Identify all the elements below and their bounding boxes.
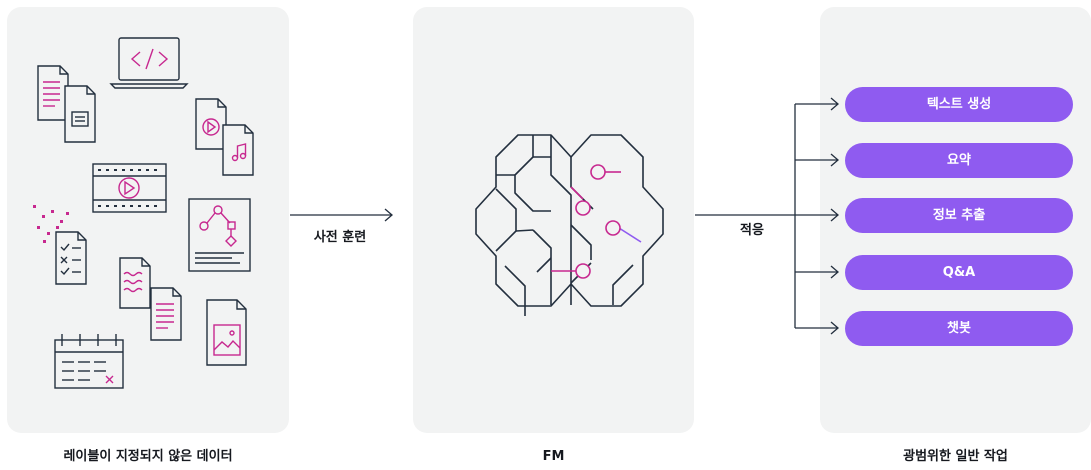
calendar-table-icon [54, 334, 124, 389]
video-film-icon [92, 163, 167, 213]
handwritten-documents-icon [119, 257, 182, 341]
unlabeled-data-caption: 레이블이 지정되지 않은 데이터 [63, 449, 233, 464]
general-tasks-caption: 광범위한 일반 작업 [903, 449, 1008, 464]
foundation-model-brain-icon [475, 134, 664, 316]
task-information-extraction: 정보 추출 [845, 198, 1073, 233]
foundation-model-panel [413, 7, 694, 433]
adapt-arrows [695, 97, 839, 335]
media-files-icon [195, 98, 254, 176]
checklist-icon [33, 205, 87, 285]
task-summarization: 요약 [845, 143, 1073, 178]
document-stack-icon [37, 65, 96, 143]
laptop-code-icon [109, 37, 189, 89]
task-chatbot: 챗봇 [845, 311, 1073, 346]
fm-caption: FM [542, 449, 565, 464]
image-file-icon [206, 299, 247, 366]
task-qa: Q&A [845, 255, 1073, 290]
pretrain-arrow [290, 208, 393, 222]
flowchart-document-icon [188, 198, 251, 272]
adapt-label: 적응 [740, 223, 764, 238]
task-text-generation: 텍스트 생성 [845, 87, 1073, 122]
brain-nodes [551, 164, 642, 279]
pretrain-label: 사전 훈련 [313, 230, 367, 245]
